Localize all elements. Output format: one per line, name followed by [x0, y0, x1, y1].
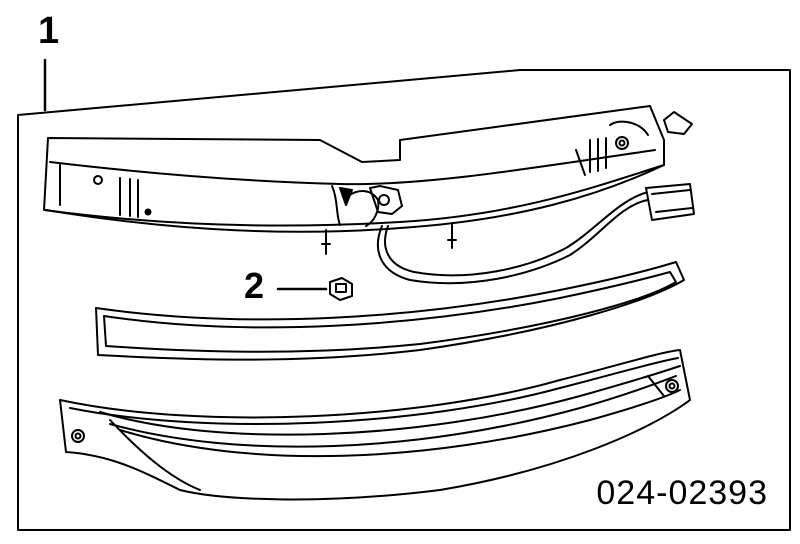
lens [59, 349, 691, 501]
lamp-housing [43, 105, 693, 255]
gasket [95, 261, 685, 361]
assembly-frame [17, 69, 791, 531]
lamp-wire-connector [377, 183, 695, 285]
nut [329, 277, 353, 301]
part-number: 024-02393 [596, 474, 768, 512]
callout-1-label: 1 [38, 10, 60, 52]
callout-2-label: 2 [244, 265, 265, 306]
